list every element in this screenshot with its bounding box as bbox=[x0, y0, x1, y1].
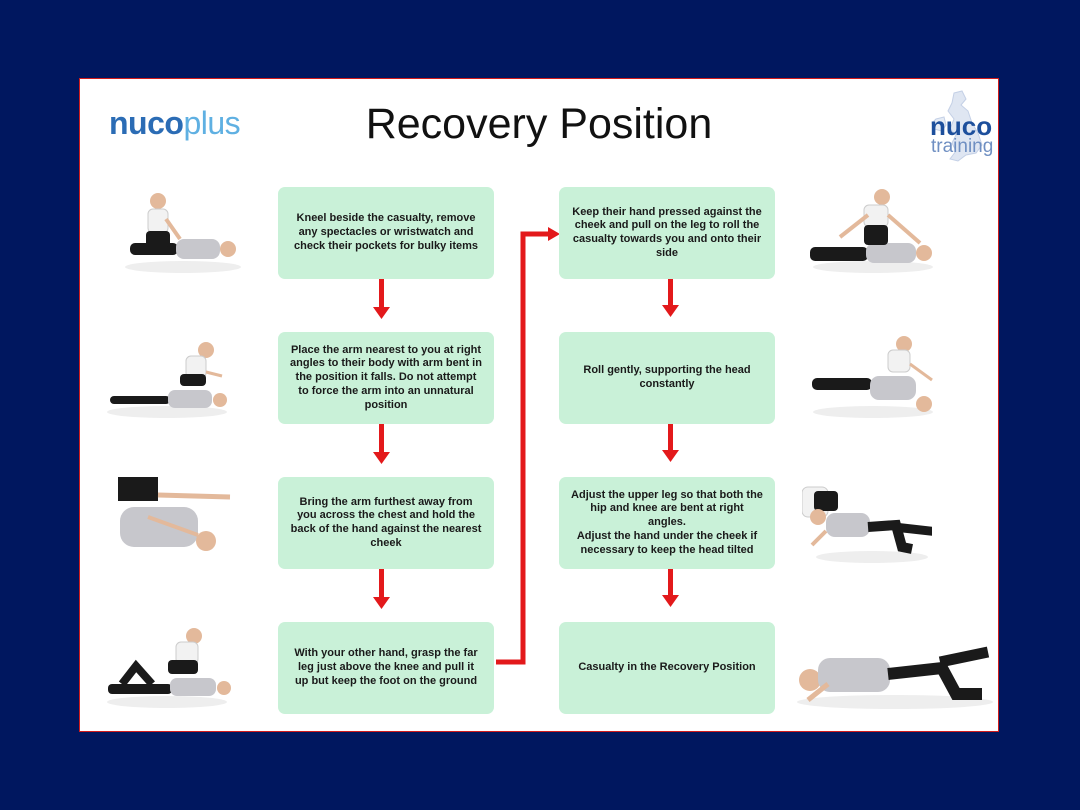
step-box: Bring the arm furthest away from you acr… bbox=[278, 477, 494, 569]
step-photo-6 bbox=[812, 336, 933, 418]
arrow-connector bbox=[496, 227, 560, 665]
nucoplus-logo: nucoplus bbox=[109, 105, 241, 141]
step-photo-2 bbox=[107, 342, 227, 418]
step-box: Place the arm nearest to you at right an… bbox=[278, 332, 494, 424]
step-box: With your other hand, grasp the far leg … bbox=[278, 622, 494, 714]
arrow-down-2 bbox=[373, 424, 390, 464]
step-box: Kneel beside the casualty, remove any sp… bbox=[278, 187, 494, 279]
arrow-down-5 bbox=[662, 422, 679, 462]
step-photo-1 bbox=[125, 193, 241, 273]
flow-arrows bbox=[373, 227, 679, 665]
uk-map-icon bbox=[931, 90, 983, 162]
arrow-down-1 bbox=[373, 279, 390, 319]
step-photo-4 bbox=[107, 628, 231, 708]
step-photo-8 bbox=[797, 646, 993, 709]
step-box: Keep their hand pressed against the chee… bbox=[559, 187, 775, 279]
page-title: Recovery Position bbox=[365, 100, 713, 148]
nuco-training-logo: nuco training bbox=[916, 89, 1000, 169]
arrow-down-6 bbox=[662, 567, 679, 607]
step-photo-7 bbox=[802, 486, 932, 563]
arrow-down-3 bbox=[373, 569, 390, 609]
step-photo-5 bbox=[810, 189, 933, 273]
recovery-slide: nucoplus Recovery Position nuco training bbox=[79, 78, 999, 732]
step-box: Roll gently, supporting the head constan… bbox=[559, 332, 775, 424]
step-photo-3 bbox=[118, 477, 231, 551]
step-box: Adjust the upper leg so that both the hi… bbox=[559, 477, 775, 569]
arrow-down-4 bbox=[662, 277, 679, 317]
step-box: Casualty in the Recovery Position bbox=[559, 622, 775, 714]
